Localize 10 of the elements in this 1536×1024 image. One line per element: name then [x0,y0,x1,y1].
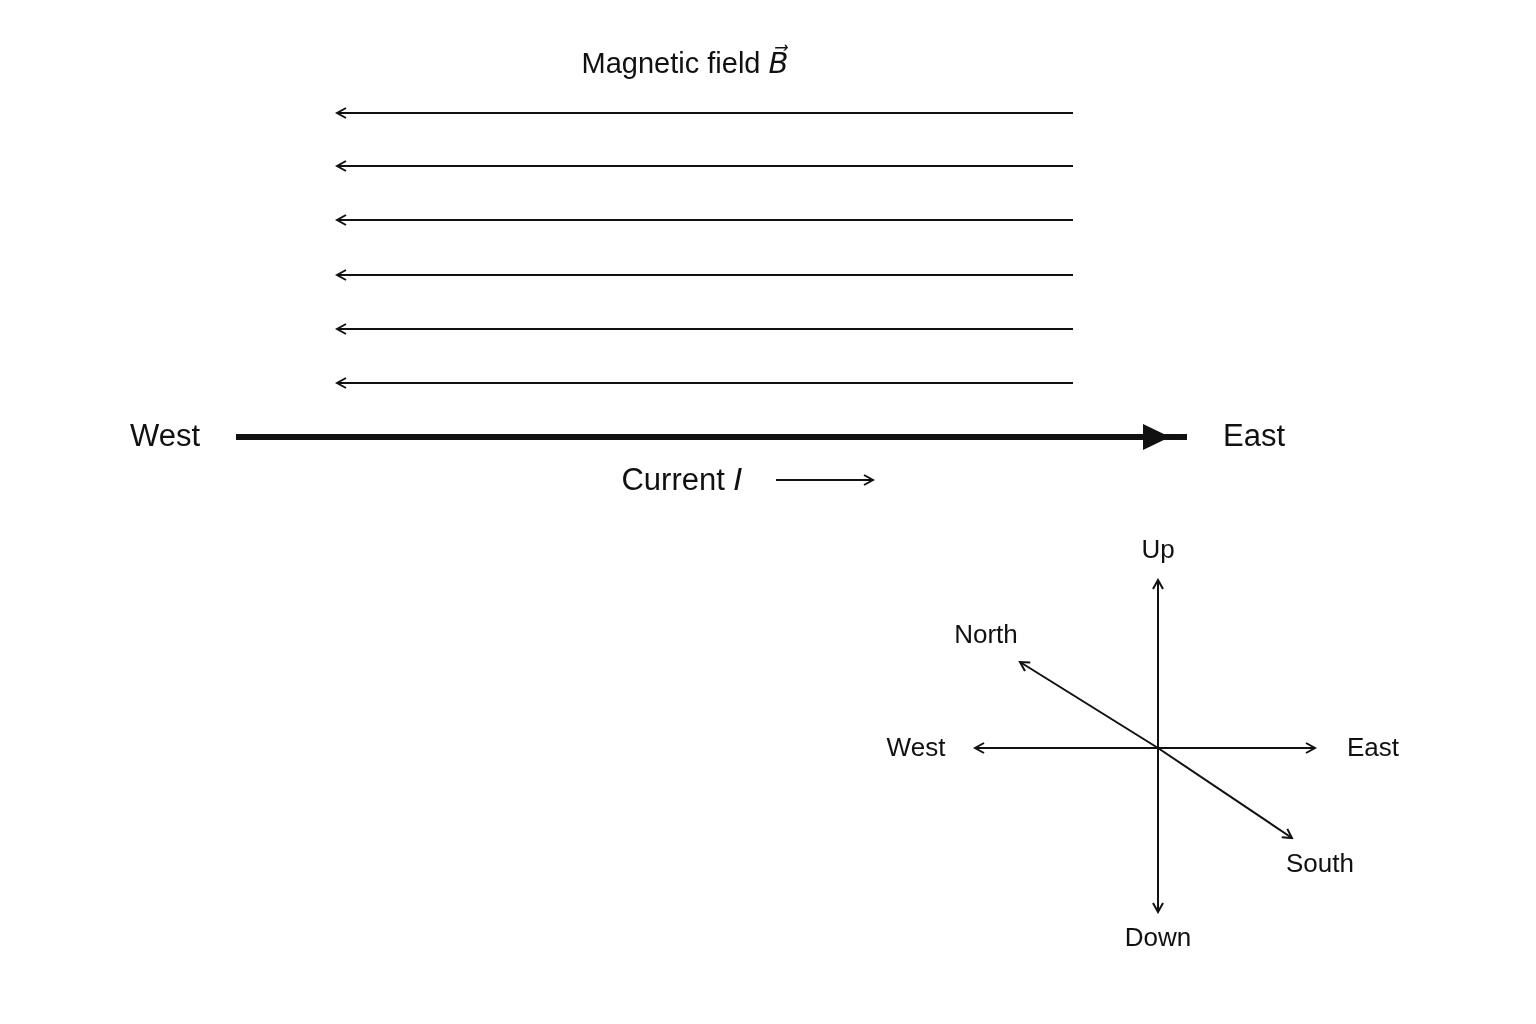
current-label: Current I [621,461,743,499]
direction-label: North [954,619,1018,651]
direction-label: Down [1124,922,1192,954]
direction-label: South [1286,848,1354,880]
direction-label: Up [1141,534,1175,566]
field-label: Magnetic field B⃗ [581,45,789,81]
direction-label: East [1223,417,1285,455]
direction-label: East [1347,732,1399,764]
direction-label: West [129,417,201,455]
direction-label: West [886,732,946,764]
